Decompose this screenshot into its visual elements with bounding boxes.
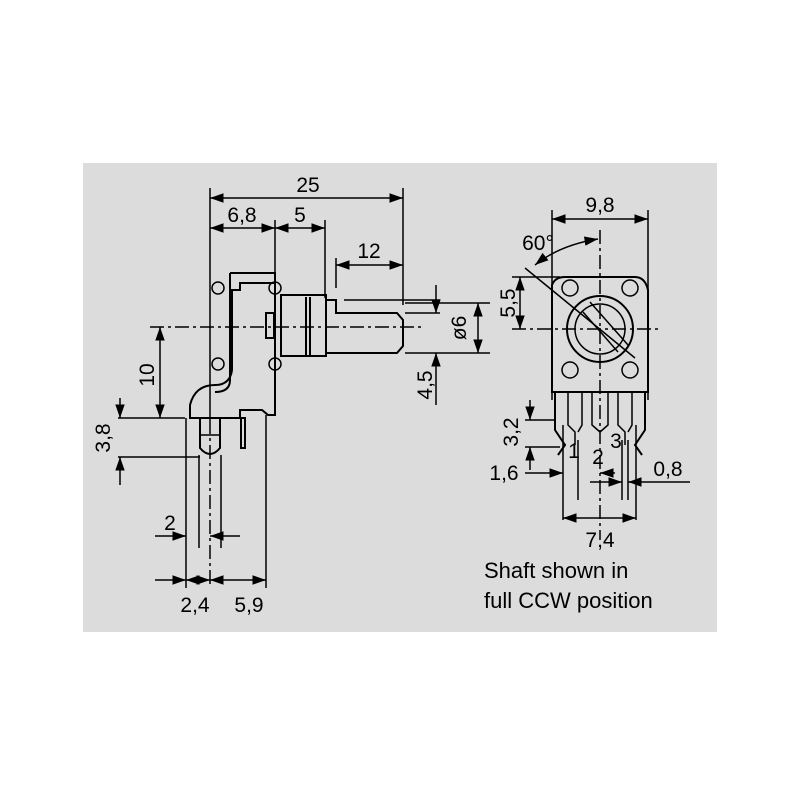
dim-4-5-label: 4,5 [414, 370, 437, 399]
front-view: 9,8 60° 5,5 3,2 1 2 3 [489, 194, 690, 552]
drawing-background [83, 163, 717, 632]
dim-diameter-label: ø6 [448, 316, 471, 341]
dim-6-8-label: 6,8 [227, 204, 256, 227]
pin-3-label: 3 [610, 430, 622, 453]
dim-10-label: 10 [136, 363, 159, 386]
pin-2-label: 2 [592, 446, 604, 469]
side-view: 25 6,8 5 12 ø6 4,5 10 3,8 [92, 174, 490, 617]
dim-9-8-label: 9,8 [585, 194, 614, 217]
dim-3-8-label: 3,8 [92, 423, 115, 452]
dim-7-4-label: 7,4 [585, 529, 615, 552]
dim-12-label: 12 [357, 240, 380, 263]
pin-1-label: 1 [568, 440, 580, 463]
dim-5-9-label: 5,9 [234, 594, 263, 617]
dim-3-2-label: 3,2 [500, 417, 523, 446]
dim-1-6-label: 1,6 [489, 462, 518, 485]
note-line-2: full CCW position [484, 588, 653, 613]
dim-25-label: 25 [296, 174, 319, 197]
angle-60-label: 60° [522, 232, 554, 255]
mounting-holes [561, 279, 639, 379]
dim-2-label: 2 [164, 512, 176, 535]
dim-2-4-label: 2,4 [180, 594, 210, 617]
shaft-position-note: Shaft shown in full CCW position [484, 556, 653, 616]
dim-0-8-label: 0,8 [653, 458, 682, 481]
note-line-1: Shaft shown in [484, 558, 629, 583]
dim-5-5-label: 5,5 [497, 288, 520, 317]
dim-5-label: 5 [294, 204, 306, 227]
